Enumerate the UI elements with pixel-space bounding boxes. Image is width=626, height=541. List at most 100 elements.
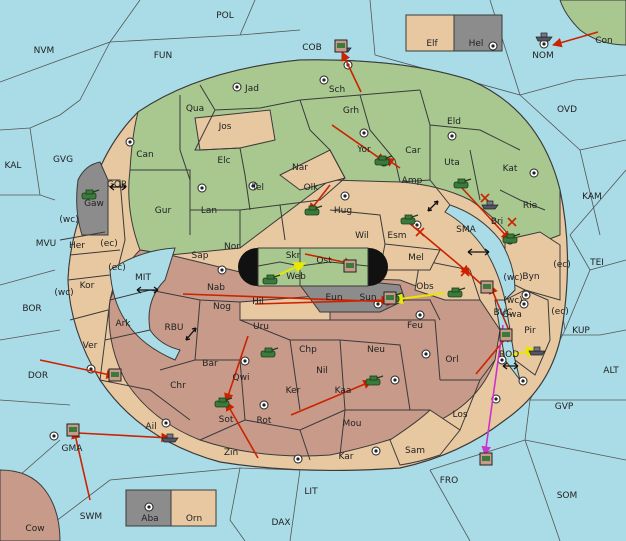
province-label: Grh xyxy=(343,106,359,116)
sea-region-label: SOM xyxy=(557,491,578,501)
army-unit-icon[interactable] xyxy=(400,214,419,225)
move-order-arrow xyxy=(224,335,249,403)
supply-center xyxy=(447,131,457,141)
province-label: Wil xyxy=(355,231,369,241)
move-order-arrow xyxy=(341,51,362,93)
province-label: Byn xyxy=(522,272,539,282)
fleet-unit-icon[interactable] xyxy=(481,200,499,210)
army-unit-icon[interactable] xyxy=(447,287,466,298)
province-label: Feu xyxy=(407,321,423,331)
bounce-mark xyxy=(415,227,425,237)
move-order-arrow xyxy=(71,429,91,501)
move-order-arrow xyxy=(254,295,391,306)
sea-region-label: LIT xyxy=(304,487,318,497)
province-label: Orn xyxy=(186,514,202,524)
supply-center xyxy=(518,376,528,386)
sea-region-label: KAL xyxy=(5,161,22,171)
province-label: Elc xyxy=(217,156,230,166)
province-label: Uta xyxy=(444,158,460,168)
province-label: Jad xyxy=(244,84,259,94)
province-label: Orl xyxy=(445,355,458,365)
dislodged-unit-icon[interactable] xyxy=(66,423,80,437)
land-con-corner[interactable] xyxy=(559,0,626,46)
supply-center xyxy=(49,431,59,441)
province-borders-red xyxy=(99,289,496,461)
coast-tag-label: (wc) xyxy=(503,296,522,306)
province-label: Neu xyxy=(367,345,385,355)
dislodged-unit-icon[interactable] xyxy=(108,368,122,382)
sea-region-label: GVP xyxy=(555,402,574,412)
army-unit-icon[interactable] xyxy=(365,375,384,386)
dislodged-unit-icon[interactable] xyxy=(499,328,513,342)
province-label: Kat xyxy=(503,164,518,174)
army-unit-icon[interactable] xyxy=(214,397,233,408)
province-label: Nog xyxy=(213,302,231,312)
supply-center xyxy=(390,375,400,385)
province-label: Can xyxy=(136,150,154,160)
army-unit-icon[interactable] xyxy=(81,189,100,200)
army-unit-icon[interactable] xyxy=(260,347,279,358)
move-order-arrow xyxy=(331,124,386,163)
sea-region-label: FRO xyxy=(440,476,459,486)
fleet-unit-icon[interactable] xyxy=(535,32,553,42)
army-unit-icon[interactable] xyxy=(304,205,323,216)
dislodged-unit-icon[interactable] xyxy=(383,291,397,305)
province-label: Bar xyxy=(202,359,218,369)
coast-tag-label: (ec) xyxy=(108,263,126,273)
province-label: Esm xyxy=(387,231,406,241)
sea-mit-rbu[interactable] xyxy=(109,247,181,361)
fleet-unit-icon[interactable] xyxy=(161,433,179,443)
province-label: Kaa xyxy=(335,386,352,396)
supply-center xyxy=(371,446,381,456)
province-label: Los xyxy=(452,410,467,420)
province-label: Obs xyxy=(416,282,434,292)
army-unit-icon[interactable] xyxy=(262,274,281,285)
prov-jos[interactable] xyxy=(194,109,276,151)
dislodged-unit-icon[interactable] xyxy=(343,259,357,273)
dislodged-unit-icon[interactable] xyxy=(334,39,348,53)
army-unit-icon[interactable] xyxy=(502,233,521,244)
supply-center xyxy=(319,75,329,85)
province-label: Nar xyxy=(292,163,308,173)
sea-region-label: DOR xyxy=(28,371,48,381)
province-label: Her xyxy=(69,241,85,251)
dislodged-unit-icon[interactable] xyxy=(479,452,493,466)
province-label: Gur xyxy=(155,206,172,216)
move-order-arrow xyxy=(77,432,171,443)
prov-sam[interactable] xyxy=(389,409,461,466)
sea-region-label: Cow xyxy=(25,524,44,534)
sea-region-label: NOM xyxy=(532,51,554,61)
province-label: Gaw xyxy=(84,199,104,209)
coast-tag-label: (ec) xyxy=(551,307,569,317)
province-label: Gwa xyxy=(502,310,522,320)
province-label: Yor xyxy=(356,145,371,155)
province-label: Hug xyxy=(334,206,352,216)
sea-region-label: Con xyxy=(595,36,613,46)
province-label: Kar xyxy=(339,452,354,462)
fleet-unit-icon[interactable] xyxy=(528,346,546,356)
army-unit-icon[interactable] xyxy=(453,178,472,189)
sea-region-label: DAX xyxy=(271,518,290,528)
province-label: Eun xyxy=(325,293,342,303)
province-label: Rot xyxy=(257,416,272,426)
coast-tag-label: (wc) xyxy=(59,215,78,225)
land-cow-corner[interactable] xyxy=(0,469,61,541)
sea-region-label: MVU xyxy=(36,239,57,249)
convoy-arrows xyxy=(109,183,519,370)
province-label: Nor xyxy=(224,242,240,252)
province-label: Amp xyxy=(402,176,423,186)
dislodged-unit-icon[interactable] xyxy=(480,280,494,294)
province-label: Pir xyxy=(524,326,536,336)
province-label: Zin xyxy=(224,448,238,458)
supply-center xyxy=(488,41,498,51)
sea-region-label: ALT xyxy=(603,366,619,376)
sea-region-label: COB xyxy=(302,43,322,53)
army-unit-icon[interactable] xyxy=(374,155,393,166)
province-label: Sch xyxy=(329,85,345,95)
sea-region-label: KUP xyxy=(572,326,590,336)
supply-center xyxy=(415,310,425,320)
box-orn[interactable] xyxy=(170,489,217,527)
province-label: RBU xyxy=(164,323,183,333)
